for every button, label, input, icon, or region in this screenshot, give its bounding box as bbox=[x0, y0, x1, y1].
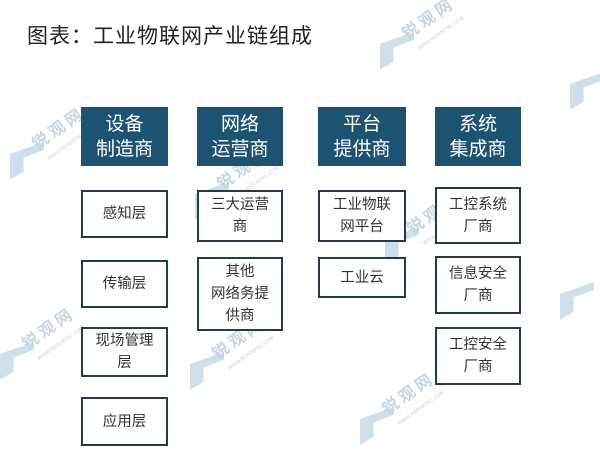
node-label: 应用层 bbox=[102, 413, 147, 430]
node-label: 网络务提 bbox=[211, 286, 269, 302]
node-label: 传输层 bbox=[102, 276, 147, 292]
node-label: 厂商 bbox=[463, 288, 493, 304]
watermark: 锐观网 WWW.REPORTRC.COM bbox=[360, 368, 480, 455]
header-line: 制造商 bbox=[95, 137, 153, 160]
node-big-three-operators: 三大运营 商 bbox=[197, 190, 283, 242]
header-line: 网络 bbox=[220, 112, 259, 135]
node-application-layer: 应用层 bbox=[81, 397, 168, 446]
node-label: 工业物联 bbox=[333, 197, 391, 213]
node-industrial-cloud: 工业云 bbox=[318, 257, 406, 298]
watermark-logo-icon bbox=[360, 399, 394, 445]
node-label: 厂商 bbox=[463, 359, 493, 375]
watermark-logo-icon bbox=[570, 64, 600, 110]
node-label: 工业云 bbox=[340, 269, 384, 286]
watermark: 锐观网 WWW.REPORTRC.COM bbox=[190, 313, 310, 400]
watermark bbox=[560, 270, 600, 330]
header-line: 运营商 bbox=[211, 137, 269, 160]
node-label: 供商 bbox=[225, 308, 255, 324]
watermark-logo-icon bbox=[0, 334, 34, 380]
node-label: 厂商 bbox=[463, 218, 493, 235]
node-label: 现场管理 bbox=[95, 333, 154, 349]
watermark-logo-icon bbox=[190, 344, 224, 390]
node-other-network-providers: 其他 网络务提 供商 bbox=[197, 257, 283, 331]
watermark-logo-icon bbox=[560, 274, 594, 320]
watermark-text: 锐观网 bbox=[398, 0, 459, 44]
watermark: 锐观网 WWW.REPORTRC.COM bbox=[380, 0, 500, 80]
header-line: 平台 bbox=[342, 112, 381, 135]
header-platform-provider: 平台 提供商 bbox=[318, 107, 406, 166]
watermark-logo-icon bbox=[380, 24, 414, 70]
watermark-url: WWW.REPORTRC.COM bbox=[36, 325, 86, 362]
watermark-text: 锐观网 bbox=[18, 303, 79, 354]
node-label: 工控安全 bbox=[449, 337, 507, 353]
node-label: 工控系统 bbox=[449, 196, 507, 213]
watermark-url: WWW.REPORTRC.COM bbox=[396, 390, 446, 427]
node-label: 商 bbox=[232, 219, 248, 235]
node-transmission-layer: 传输层 bbox=[81, 260, 168, 308]
header-line: 设备 bbox=[105, 112, 144, 135]
node-label: 网平台 bbox=[340, 219, 384, 235]
header-system-integrator: 系统 集成商 bbox=[435, 107, 521, 166]
node-label: 层 bbox=[117, 355, 132, 371]
page-title: 图表：工业物联网产业链组成 bbox=[27, 24, 313, 48]
node-ics-vendors: 工控系统 厂商 bbox=[435, 187, 521, 244]
watermark-text: 锐观网 bbox=[28, 103, 89, 154]
node-label: 其他 bbox=[225, 264, 255, 280]
node-sensing-layer: 感知层 bbox=[81, 190, 168, 238]
node-label: 三大运营 bbox=[211, 197, 269, 213]
node-field-management-layer: 现场管理 层 bbox=[81, 327, 168, 377]
watermark-logo-icon bbox=[10, 134, 44, 180]
header-line: 提供商 bbox=[333, 137, 391, 160]
watermark-url: WWW.REPORTRC.COM bbox=[416, 15, 466, 53]
watermark-url: WWW.REPORTRC.COM bbox=[226, 335, 276, 372]
header-line: 集成商 bbox=[449, 137, 507, 160]
watermark bbox=[570, 60, 600, 120]
watermark-text: 锐观网 bbox=[378, 368, 439, 419]
node-info-security-vendors: 信息安全 厂商 bbox=[435, 256, 521, 314]
node-label: 感知层 bbox=[102, 206, 147, 222]
header-line: 系统 bbox=[458, 112, 497, 135]
node-label: 信息安全 bbox=[449, 266, 507, 282]
header-equipment-manufacturer: 设备 制造商 bbox=[81, 107, 168, 166]
header-network-operator: 网络 运营商 bbox=[197, 107, 283, 166]
node-iiot-platform: 工业物联 网平台 bbox=[318, 190, 406, 242]
node-ics-security-vendors: 工控安全 厂商 bbox=[435, 327, 521, 385]
